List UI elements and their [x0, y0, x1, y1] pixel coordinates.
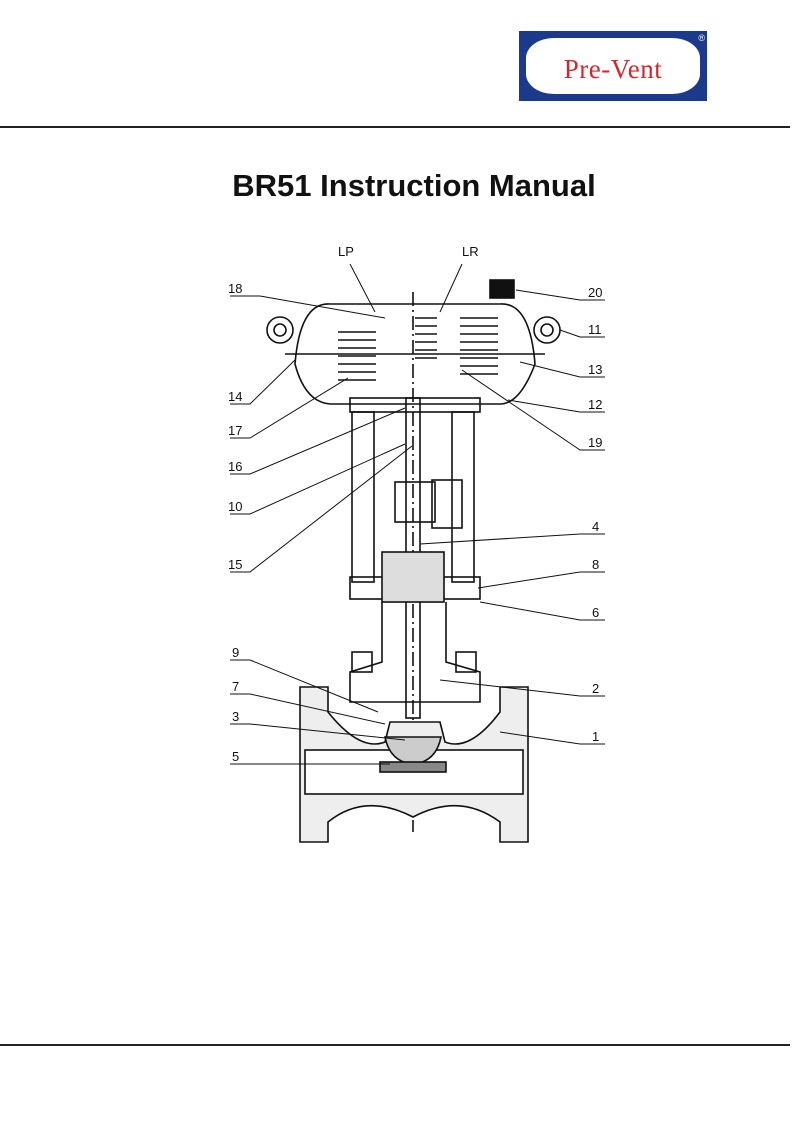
left-yoke-pillar [351, 411, 375, 583]
page-title: BR51 Instruction Manual [232, 168, 596, 203]
callout-16: 16 [228, 459, 242, 474]
valve-cross-section-drawing: LP LR 18 14 17 16 10 15 9 7 3 5 20 11 13… [228, 244, 605, 843]
stem-connector [394, 481, 436, 523]
callout-9: 9 [232, 645, 239, 660]
callout-5: 5 [232, 749, 239, 764]
callout-15: 15 [228, 557, 242, 572]
body-bolt-left [351, 651, 373, 673]
callout-10: 10 [228, 499, 242, 514]
label-lp: LP [338, 244, 354, 259]
callout-6: 6 [592, 605, 599, 620]
callout-3: 3 [232, 709, 239, 724]
callout-20: 20 [588, 285, 602, 300]
callout-14: 14 [228, 389, 242, 404]
right-callouts: 20 11 13 12 19 4 8 6 2 1 [588, 285, 602, 744]
callout-2: 2 [592, 681, 599, 696]
vent-plug [489, 279, 515, 299]
travel-indicator [431, 479, 463, 529]
seat-ring [379, 761, 447, 773]
registered-mark: ® [698, 33, 705, 43]
callout-18: 18 [228, 281, 242, 296]
left-eyebolt-hole [273, 323, 287, 337]
logo-inner-oval: Pre-Vent [526, 38, 700, 94]
pre-vent-logo: Pre-Vent ® [519, 31, 707, 101]
bonnet-neck [349, 602, 481, 703]
packing-box [381, 551, 445, 603]
body-bolt-right [455, 651, 477, 673]
callout-11: 11 [588, 322, 602, 337]
actuator-housing [294, 303, 536, 405]
header-rule [0, 126, 790, 128]
logo-frame: Pre-Vent ® [519, 31, 707, 101]
callout-12: 12 [588, 397, 602, 412]
logo-wordmark: Pre-Vent [563, 54, 663, 84]
label-lr: LR [462, 244, 479, 259]
footer-rule [0, 1044, 790, 1046]
right-spring [460, 317, 498, 375]
center-spring [415, 317, 437, 359]
left-callouts: 18 14 17 16 10 15 9 7 3 5 [228, 281, 242, 764]
left-eyebolt [266, 316, 294, 344]
callout-1: 1 [592, 729, 599, 744]
callout-17: 17 [228, 423, 242, 438]
right-eyebolt [533, 316, 561, 344]
callout-8: 8 [592, 557, 599, 572]
callout-leaders [230, 263, 605, 765]
right-eyebolt-hole [540, 323, 554, 337]
callout-7: 7 [232, 679, 239, 694]
top-labels: LP LR [338, 244, 479, 259]
callout-13: 13 [588, 362, 602, 377]
callout-4: 4 [592, 519, 599, 534]
left-spring [338, 331, 376, 381]
callout-19: 19 [588, 435, 602, 450]
right-yoke-pillar [451, 411, 475, 583]
yoke-plate [349, 397, 481, 413]
